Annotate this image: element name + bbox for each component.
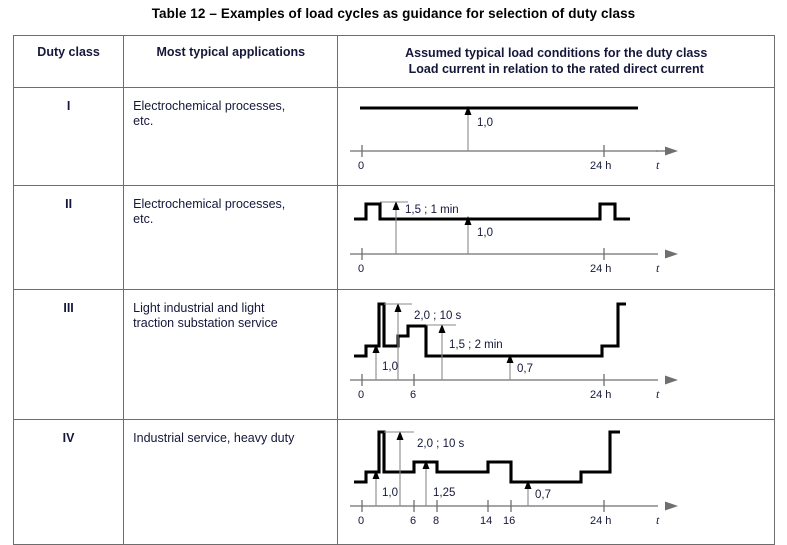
header-load-conditions: Assumed typical load conditions for the …: [337, 35, 775, 88]
cell-load-cycle-chart-i: 1,0 0 24 h t: [337, 87, 775, 186]
table-row: IV Industrial service, heavy duty: [12, 419, 775, 545]
cell-duty-class: IV: [12, 419, 125, 545]
table-row: II Electrochemical processes, etc.: [12, 185, 775, 290]
applications-text: Light industrial and light traction subs…: [133, 301, 278, 330]
xtick-label-8: 8: [433, 515, 439, 527]
load-cycle-diagram-i: 1,0 0 24 h t: [350, 106, 679, 172]
axis-variable-t: t: [656, 158, 660, 172]
annotation-0-7: 0,7: [535, 489, 551, 501]
axis-variable-t: t: [656, 513, 660, 527]
axis-variable-t: t: [656, 261, 660, 275]
annotation-1-5-1min: 1,5 ; 1 min: [405, 204, 459, 216]
applications-text: Industrial service, heavy duty: [133, 431, 295, 445]
duty-class-table: Duty class Most typical applications Ass…: [12, 35, 775, 545]
annotation-1-0: 1,0: [382, 487, 398, 499]
table-caption: Table 12 – Examples of load cycles as gu…: [151, 6, 636, 21]
table-row: III Light industrial and light traction …: [12, 289, 775, 420]
cell-load-cycle-chart-ii: 1,5 ; 1 min 1,0 0 24 h t: [337, 185, 775, 290]
annotation-2-0-10s: 2,0 ; 10 s: [414, 310, 462, 322]
header-load-conditions-line1: Assumed typical load conditions for the …: [405, 46, 708, 60]
xtick-label-14: 14: [480, 515, 492, 527]
xtick-label-24h: 24 h: [590, 389, 611, 401]
xtick-label-16: 16: [503, 515, 515, 527]
waveform-path: [354, 430, 621, 484]
axis-variable-t: t: [656, 387, 660, 401]
waveform-path: [354, 202, 631, 221]
annotation-0-7: 0,7: [517, 363, 533, 375]
cell-duty-class: III: [12, 289, 125, 420]
cell-load-cycle-chart-iv: 2,0 ; 10 s 1,0 1,25 0,7 0 6 8 14 16 24 h…: [337, 419, 775, 545]
axis-arrow-head: [665, 146, 679, 156]
cell-applications: Industrial service, heavy duty: [123, 419, 339, 545]
annotation-1-0: 1,0: [477, 117, 493, 129]
annotation-1-0: 1,0: [382, 361, 398, 373]
axis-arrow-head: [665, 501, 679, 511]
load-cycle-diagram-ii: 1,5 ; 1 min 1,0 0 24 h t: [350, 201, 679, 275]
xtick-label-0: 0: [358, 263, 364, 275]
cell-load-cycle-chart-iii: 2,0 ; 10 s 1,5 ; 2 min 1,0 0,7 0 6 24 h …: [337, 289, 775, 420]
load-cycle-diagram-iv: 2,0 ; 10 s 1,0 1,25 0,7 0 6 8 14 16 24 h…: [350, 430, 679, 527]
xtick-label-24h: 24 h: [590, 160, 611, 172]
cell-applications: Light industrial and light traction subs…: [123, 289, 339, 420]
xtick-label-6: 6: [410, 389, 416, 401]
cell-applications: Electrochemical processes, etc.: [123, 87, 339, 186]
waveform-path: [354, 302, 627, 358]
load-cycle-diagram-iii: 2,0 ; 10 s 1,5 ; 2 min 1,0 0,7 0 6 24 h …: [350, 302, 679, 401]
xtick-label-24h: 24 h: [590, 263, 611, 275]
header-duty-class: Duty class: [12, 35, 125, 88]
applications-text: Electrochemical processes, etc.: [133, 99, 286, 128]
cell-duty-class: I: [12, 87, 125, 186]
applications-text: Electrochemical processes, etc.: [133, 197, 286, 226]
table-header-row: Duty class Most typical applications Ass…: [12, 35, 775, 88]
cell-applications: Electrochemical processes, etc.: [123, 185, 339, 290]
xtick-label-0: 0: [358, 160, 364, 172]
xtick-label-6: 6: [410, 515, 416, 527]
cell-duty-class: II: [12, 185, 125, 290]
xtick-label-0: 0: [358, 389, 364, 401]
xtick-label-0: 0: [358, 515, 364, 527]
axis-arrow-head: [665, 249, 679, 259]
header-applications: Most typical applications: [123, 35, 339, 88]
table-container: Duty class Most typical applications Ass…: [12, 35, 775, 545]
table-row: I Electrochemical processes, etc.: [12, 87, 775, 186]
annotation-2-0-10s: 2,0 ; 10 s: [417, 438, 465, 450]
axis-arrow-head: [665, 375, 679, 385]
xtick-label-24h: 24 h: [590, 515, 611, 527]
annotation-1-25: 1,25: [433, 487, 455, 499]
annotation-1-0: 1,0: [477, 227, 493, 239]
annotation-1-5-2min: 1,5 ; 2 min: [449, 339, 503, 351]
header-load-conditions-line2: Load current in relation to the rated di…: [408, 62, 704, 76]
